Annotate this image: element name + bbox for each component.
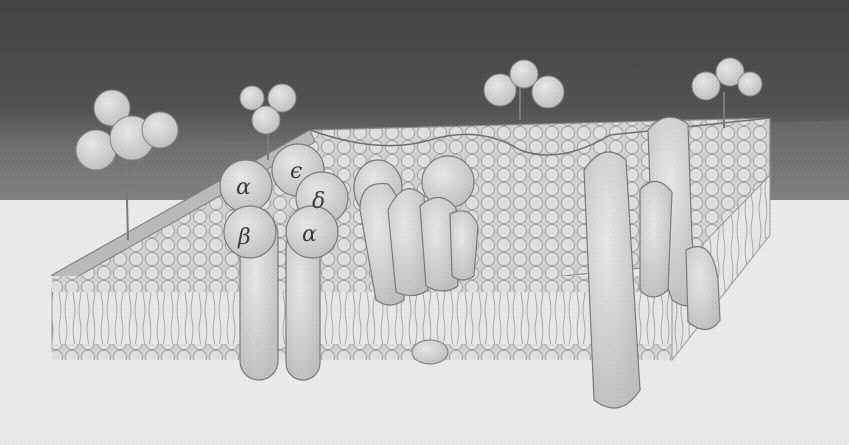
membrane-illustration: α ϵ β δ α [0, 0, 849, 445]
halftone-overlay [0, 0, 849, 445]
cell-membrane-figure: α ϵ β δ α [0, 0, 849, 445]
